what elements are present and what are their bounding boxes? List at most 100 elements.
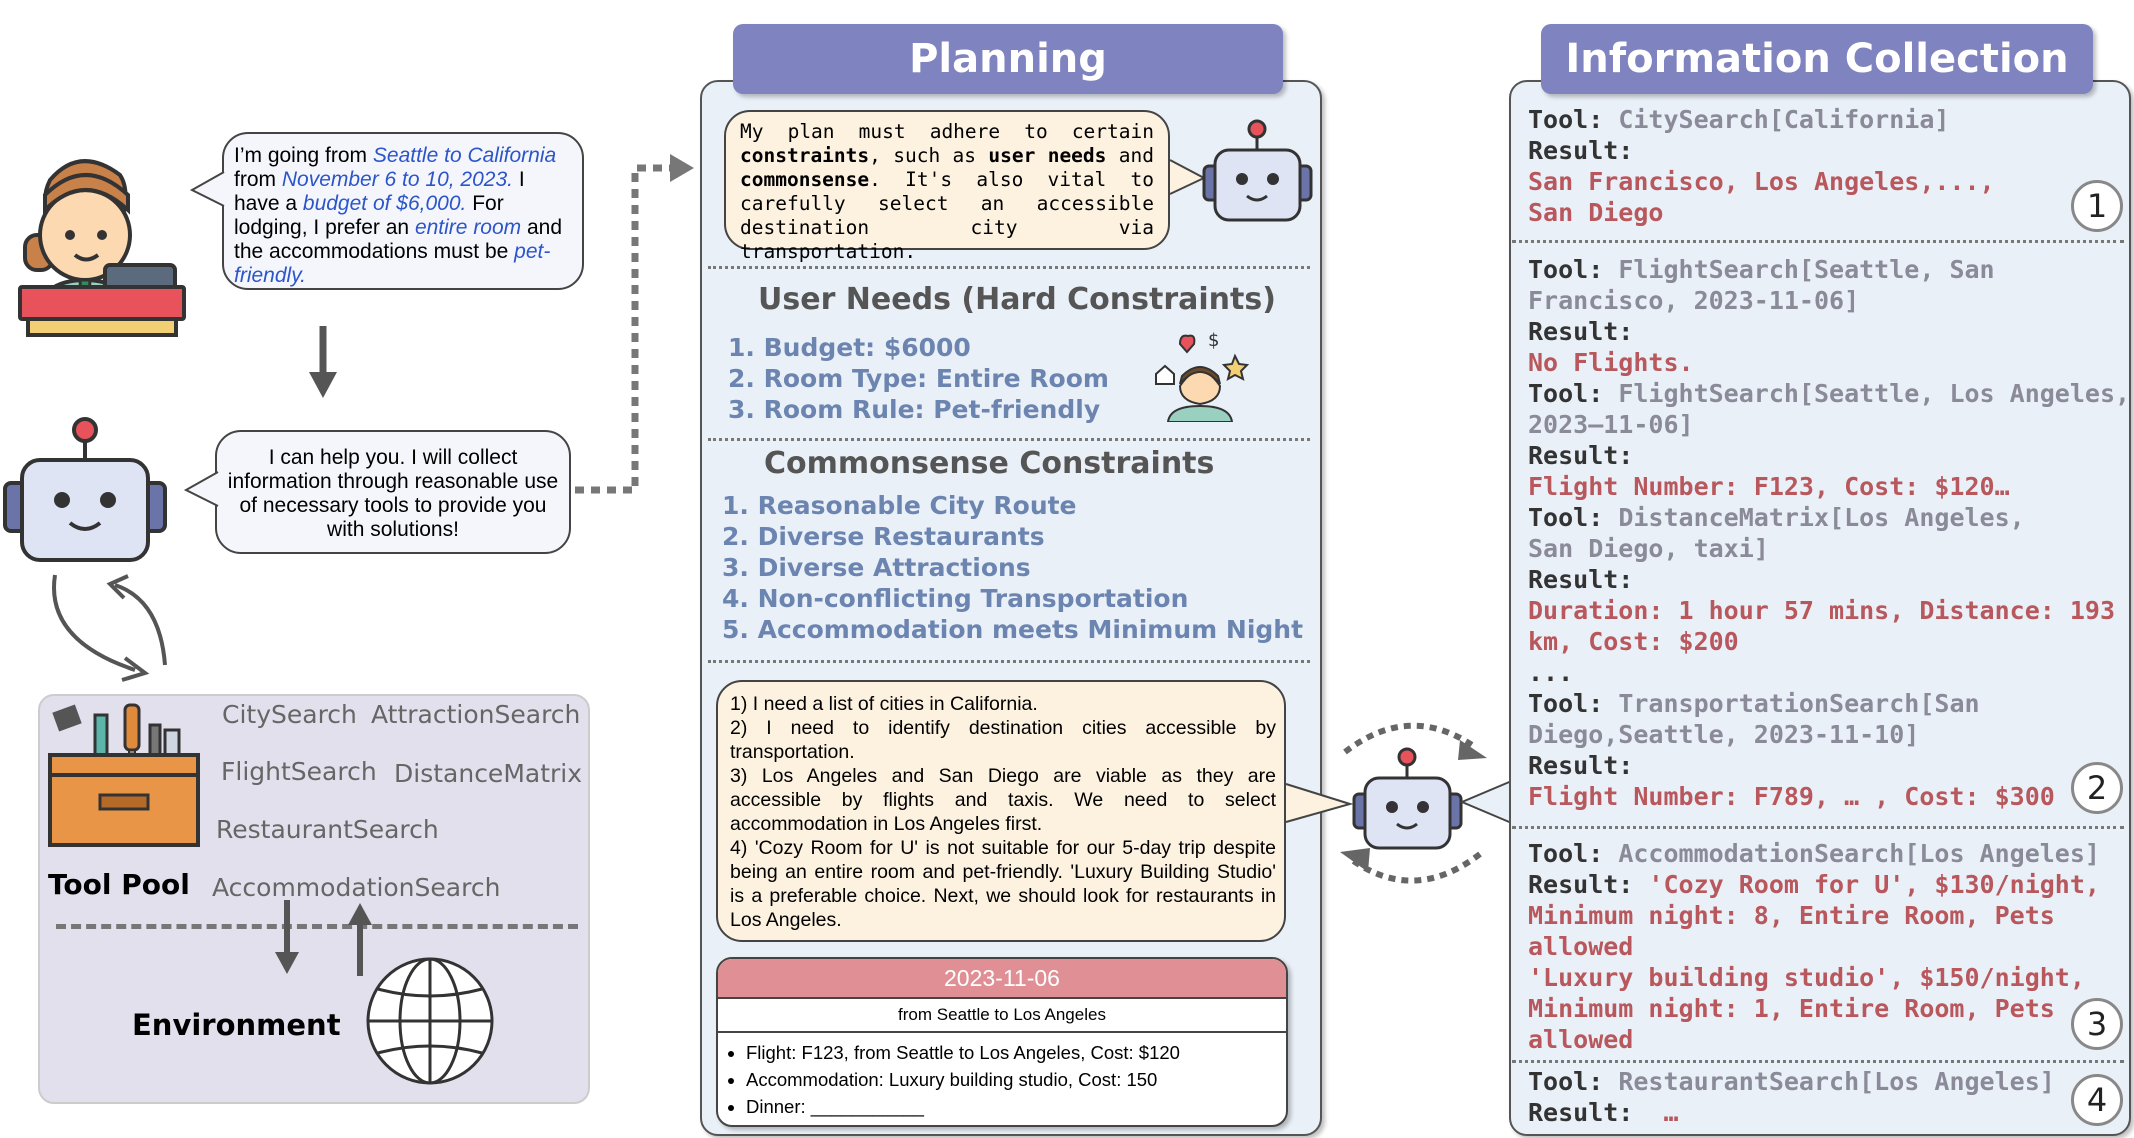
result-text: allowed [1528,1025,1634,1054]
request-text: and the accommodations must be [234,216,563,263]
info-section-4: Tool: RestaurantSearch[Los Angeles] Resu… [1528,1066,2055,1128]
tool-label: Tool: [1528,503,1619,532]
tool-call: AccommodationSearch[Los Angeles] [1618,839,2100,868]
environment-label: Environment [132,1008,341,1042]
request-room: entire room [414,216,522,239]
result-text: allowed [1528,932,1634,961]
result-text: Duration: 1 hour 57 mins, Distance: 193 [1528,596,2115,625]
request-pet: pet-friendly. [234,240,551,287]
plan-items: Flight: F123, from Seattle to Los Angele… [718,1039,1286,1120]
bubble-tail [1285,783,1354,823]
result-text: Flight Number: F123, Cost: $120… [1528,472,2010,501]
toolbox-icon [48,703,200,847]
intro-bold: constraints [740,144,870,167]
globe-icon [366,957,494,1085]
divider [708,660,1310,663]
step-number-badge: 2 [2071,762,2123,814]
person-thinking-icon: $ [1155,330,1250,422]
info-panel [1509,80,2131,1136]
result-label: Result: [1528,317,1634,346]
tool-call: RestaurantSearch[Los Angeles] [1618,1067,2055,1096]
planning-intro-bubble: My plan must adhere to certain constrain… [724,110,1170,263]
desk-base [26,317,178,337]
bubble-tail [1460,779,1515,825]
tool-label: Tool: [1528,105,1619,134]
thought-item: 4) 'Cozy Room for U' is not suitable for… [730,837,1276,931]
tool-distancematrix: DistanceMatrix [394,759,583,788]
tool-restaurantsearch: RestaurantSearch [216,815,439,844]
result-text: km, Cost: $200 [1528,627,1739,656]
user-needs-title: User Needs (Hard Constraints) [758,282,1276,317]
agent-reply-text: I can help you. I will collect informati… [227,446,559,541]
step-number-badge: 1 [2071,180,2123,232]
step-number-badge: 3 [2071,998,2123,1050]
plan-item: Flight: F123, from Seattle to Los Angele… [746,1039,1286,1066]
thought-item: 1) I need a list of cities in California… [730,693,1038,715]
planning-thoughts-bubble: 1) I need a list of cities in California… [716,680,1286,942]
request-budget: budget of $6,000. [302,192,467,215]
result-text: Flight Number: F789, … , Cost: $300 [1528,782,2055,811]
tool-call: TransportationSearch[San [1618,689,1980,718]
tool-label: Tool: [1528,839,1619,868]
request-dates: November 6 to 10, 2023. [281,168,513,191]
tool-call: Diego,Seattle, 2023-11-10] [1528,720,1920,749]
tool-pool-divider [56,924,578,929]
robot-icon [3,417,167,562]
flow-connector [575,154,694,494]
tool-flightsearch: FlightSearch [221,757,377,786]
user-needs-list: 1. Budget: $6000 2. Room Type: Entire Ro… [728,332,1109,425]
robot-icon [1352,747,1463,850]
tool-call: FlightSearch[Seattle, Los Angeles, [1618,379,2131,408]
result-label: Result: [1528,136,1634,165]
tool-call: FlightSearch[Seattle, San [1618,255,1995,284]
intro-text: . It's also vital to carefully select an… [740,168,1154,263]
divider [708,266,1310,269]
result-text: 'Cozy Room for U', $130/night, [1648,870,2100,899]
request-text: I have a [234,168,525,215]
divider [1512,1060,2124,1063]
result-text: 'Luxury building studio', $150/night, [1528,963,2085,992]
commonsense-item: 5. Accommodation meets Minimum Night [722,615,1304,644]
result-label: Result: [1528,441,1634,470]
request-text: For lodging, I prefer an [234,192,504,239]
divider [1512,240,2124,243]
plan-item: Dinner: ___________ [746,1093,1286,1120]
tool-pool-label: Tool Pool [48,868,190,901]
cycle-arrows-icon [1340,722,1487,884]
result-label: Result: [1528,565,1634,594]
tool-label: Tool: [1528,379,1619,408]
agent-reply-bubble: I can help you. I will collect informati… [215,430,571,554]
tool-citysearch: CitySearch [222,700,357,729]
info-header: Information Collection [1541,24,2093,94]
user-need-item: 1. Budget: $6000 [728,333,971,362]
robot-icon [1202,119,1313,222]
bubble-tail [190,171,225,207]
commonsense-title: Commonsense Constraints [764,446,1215,481]
user-need-item: 2. Room Type: Entire Room [728,364,1109,393]
request-route: Seattle to California [372,144,557,167]
tool-attractionsearch: AttractionSearch [371,700,581,729]
intro-bold: user needs [988,144,1107,167]
desk [18,285,186,321]
tool-call: San Diego, taxi] [1528,534,1769,563]
result-text: San Francisco, Los Angeles,..., [1528,167,1995,196]
plan-card: 2023-11-06 from Seattle to Los Angeles F… [716,957,1288,1127]
updown-arrows-icon [275,900,372,976]
planning-header: Planning [733,24,1283,94]
tool-call: 2023—11-06] [1528,410,1694,439]
tool-accommodationsearch: AccommodationSearch [212,873,501,902]
plan-route: from Seattle to Los Angeles [718,999,1286,1033]
svg-text:$: $ [1208,330,1219,351]
commonsense-item: 1. Reasonable City Route [722,491,1077,520]
bubble-tail [184,471,219,507]
result-text: No Flights. [1528,348,1694,377]
plan-item: Accommodation: Luxury building studio, C… [746,1066,1286,1093]
commonsense-item: 4. Non-conflicting Transportation [722,584,1189,613]
intro-text: and [1106,144,1154,167]
thought-item: 3) Los Angeles and San Diego are viable … [730,765,1276,835]
tool-label: Tool: [1528,1067,1619,1096]
step-number-badge: 4 [2071,1074,2123,1126]
result-text: Minimum night: 8, Entire Room, Pets [1528,901,2055,930]
tool-call: DistanceMatrix[Los Angeles, [1618,503,2025,532]
user-need-item: 3. Room Rule: Pet-friendly [728,395,1101,424]
